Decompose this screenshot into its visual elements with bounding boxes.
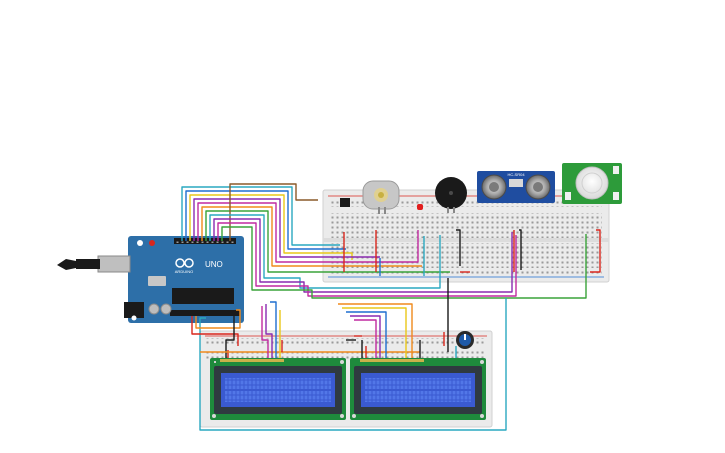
lcd-display-right xyxy=(350,358,486,420)
wire-blue-lcd xyxy=(270,301,277,358)
wire-blue xyxy=(185,190,346,250)
wire-teal xyxy=(181,186,340,246)
sensor-label: HC-SR04 xyxy=(507,172,525,177)
buzzer xyxy=(435,177,467,213)
wire-red-lcd xyxy=(191,316,239,346)
wire-yellow xyxy=(189,194,353,260)
arduino-logo xyxy=(175,258,194,268)
wire-magenta-lcd-r xyxy=(354,319,377,358)
wire-magenta-lcd xyxy=(261,306,269,358)
wire-teal-lcd xyxy=(199,298,507,431)
arduino-uno-board: ARDUINO UNO xyxy=(124,236,244,323)
wire-orange-lcd xyxy=(195,309,241,329)
wire-orange-lcd-r xyxy=(338,303,413,358)
wires xyxy=(181,183,601,431)
wire-purple-lcd xyxy=(265,304,273,358)
wire-orange xyxy=(201,206,422,267)
wire-purple xyxy=(193,198,380,258)
pir-sensor xyxy=(562,163,622,204)
usb-cable xyxy=(57,255,131,273)
wire-blue-lcd-r xyxy=(346,311,387,358)
wire-green-2 xyxy=(221,226,587,299)
lcd-display-left xyxy=(210,358,346,420)
top-breadboard xyxy=(322,189,610,283)
board-brand-text: ARDUINO xyxy=(175,269,193,274)
wire-yellow-lcd-r xyxy=(342,307,407,358)
wire-brown xyxy=(229,183,318,241)
wire-magenta xyxy=(197,202,419,263)
wire-green xyxy=(205,210,450,273)
wire-black-lcd xyxy=(225,316,235,358)
ultrasonic-sensor: HC-SR04 xyxy=(477,171,555,203)
potentiometer xyxy=(456,331,474,349)
red-led xyxy=(417,204,423,210)
wire-purple-lcd-r xyxy=(350,315,381,358)
dc-motor xyxy=(362,180,400,214)
board-model-text: UNO xyxy=(205,260,223,269)
wire-purple-2 xyxy=(213,218,513,293)
wire-teal-2 xyxy=(209,214,441,289)
wire-magenta-2 xyxy=(217,222,517,297)
temperature-sensor xyxy=(340,198,350,207)
wire-black-2 xyxy=(519,229,522,270)
wire-black-1 xyxy=(456,229,461,266)
wire-red-pir xyxy=(590,229,601,273)
